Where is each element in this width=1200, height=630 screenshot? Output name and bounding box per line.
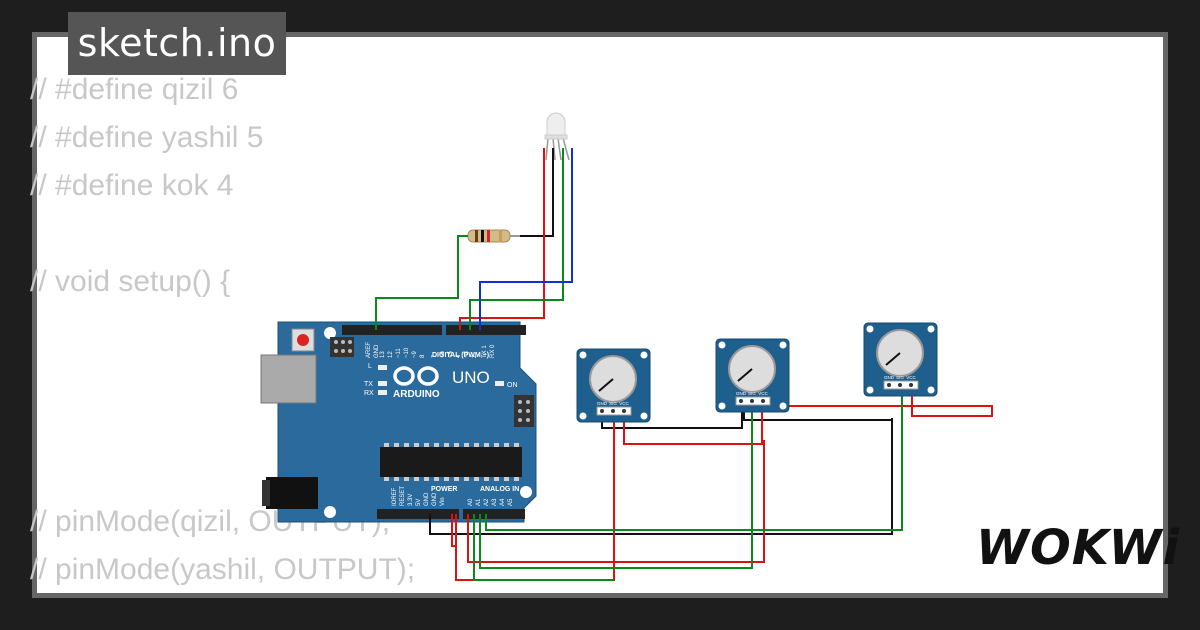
- pot-pin-label: GND: [736, 391, 747, 396]
- power-label: POWER: [431, 486, 457, 493]
- digital-pin-label: 8: [420, 354, 426, 358]
- code-line: // void setup() {: [30, 265, 231, 298]
- pot-pin-label: VCC: [619, 401, 629, 406]
- arduino-uno-board[interactable]: L TX RX ON UNO ARDUINO DIGITAL (PWM ~) P…: [260, 321, 537, 523]
- wire-green-pin5[interactable]: [469, 148, 564, 330]
- digital-pin-label: ~5: [448, 350, 454, 358]
- power-pin-label: IOREF: [392, 487, 398, 506]
- analog-pin-label: A2: [484, 498, 490, 506]
- digital-pin-label: 2: [472, 354, 478, 358]
- digital-pin-label: TX 1: [482, 345, 488, 358]
- digital-pin-label: GND: [374, 344, 380, 358]
- analog-pin-label: A4: [500, 498, 506, 506]
- digital-pin-label: RX 0: [490, 344, 496, 358]
- code-line: // #define yashil 5: [30, 121, 264, 154]
- pot-pin-label: SIG: [896, 375, 904, 380]
- analog-label: ANALOG IN: [480, 486, 519, 493]
- usb-connector: [260, 354, 317, 404]
- code-line: // pinMode(yashil, OUTPUT);: [30, 553, 416, 586]
- wire-green-a1-pot2[interactable]: [479, 410, 753, 569]
- digital-pin-label: 4: [456, 354, 462, 358]
- analog-pin-label: A5: [508, 498, 514, 506]
- digital-pin-label: ~11: [396, 348, 402, 358]
- pot-pin-label: SIG: [748, 391, 756, 396]
- wire-green-a2-pot3[interactable]: [485, 396, 903, 531]
- file-tab[interactable]: sketch.ino: [68, 12, 286, 75]
- analog-pin-label: A1: [476, 498, 482, 506]
- power-pin-label: Vin: [440, 497, 446, 506]
- wire-green-a0-pot1[interactable]: [473, 514, 614, 581]
- board-model: UNO: [452, 368, 490, 387]
- power-pin-label: GND: [432, 492, 438, 506]
- power-pin-label: 5V: [416, 499, 422, 506]
- code-editor[interactable]: // #define qizil 6 // #define yashil 5 /…: [30, 66, 415, 594]
- board-logo-text: ARDUINO: [393, 389, 440, 400]
- wire-green-gnd-resistor[interactable]: [375, 235, 468, 330]
- wire-black-pot2[interactable]: [743, 410, 892, 421]
- rx-label: RX: [364, 390, 374, 397]
- rgb-led[interactable]: [544, 112, 570, 161]
- pot-pin-label: GND: [597, 401, 608, 406]
- digital-pin-label: 7: [432, 354, 438, 358]
- on-label: ON: [507, 382, 518, 389]
- digital-label: DIGITAL (PWM ~): [432, 352, 489, 359]
- digital-pin-label: 12: [388, 351, 394, 358]
- power-pin-label: GND: [424, 492, 430, 506]
- pot-pin-label: VCC: [758, 391, 768, 396]
- arduino-logo-icon: [393, 366, 439, 386]
- digital-pin-label: AREF: [366, 342, 372, 358]
- wire-red-vcc-bus[interactable]: [451, 514, 456, 547]
- analog-pin-label: A3: [492, 498, 498, 506]
- wire-black-resistor-led[interactable]: [520, 148, 554, 237]
- wire-red-vcc-pot3[interactable]: [467, 440, 765, 563]
- power-jack: [266, 477, 318, 509]
- wire-blue-pin3[interactable]: [479, 148, 573, 330]
- microcontroller-chip: [380, 447, 522, 477]
- tx-label: TX: [364, 381, 373, 388]
- reset-button[interactable]: [297, 334, 309, 346]
- power-pin-label: RESET: [400, 486, 406, 506]
- wire-red-pot2[interactable]: [761, 396, 993, 417]
- wire-red-pin6[interactable]: [459, 148, 545, 330]
- digital-pin-label: ~10: [404, 347, 410, 358]
- digital-pin-label: ~3: [464, 350, 470, 358]
- pot-pin-label: GND: [884, 375, 895, 380]
- resistor[interactable]: [460, 229, 520, 243]
- digital-pin-label: ~6: [440, 350, 446, 358]
- pot-pin-label: SIG: [609, 401, 617, 406]
- code-line: // #define qizil 6: [30, 73, 239, 106]
- wire-red-pot1[interactable]: [623, 410, 763, 445]
- pot-pin-label: VCC: [906, 375, 916, 380]
- digital-pin-label: ~9: [412, 350, 418, 358]
- power-pin-label: 3.3V: [408, 494, 414, 506]
- code-line: // #define kok 4: [30, 169, 234, 202]
- digital-pin-label: 13: [380, 351, 386, 358]
- l-label: L: [368, 363, 372, 370]
- wire-black-gnd-bus[interactable]: [429, 418, 893, 535]
- wokwi-logo: WOKWi: [976, 520, 1181, 576]
- simulation-canvas[interactable]: [37, 37, 1163, 593]
- analog-pin-label: A0: [468, 498, 474, 506]
